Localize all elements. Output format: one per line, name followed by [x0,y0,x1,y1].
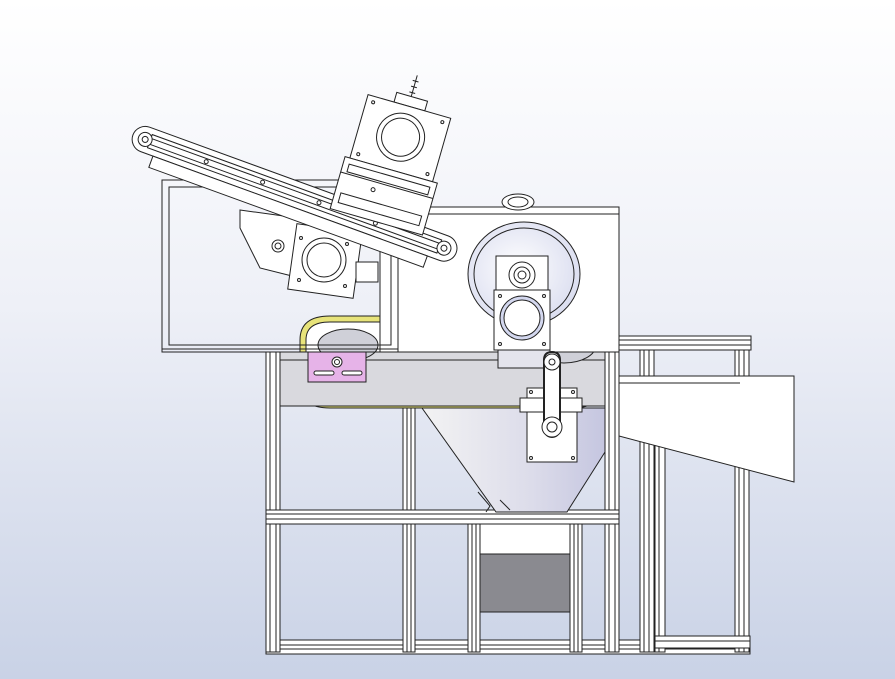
sprocket-icon [541,353,563,438]
motor-icon [376,112,426,162]
support-frame [265,335,752,655]
chain-drive [519,350,583,463]
discharge-chute [479,523,571,613]
top-motor-assembly [329,75,452,236]
drive-motor-unit [493,255,551,369]
motor-icon [499,295,545,341]
incline-conveyor [131,125,458,268]
output-chute [618,375,795,483]
